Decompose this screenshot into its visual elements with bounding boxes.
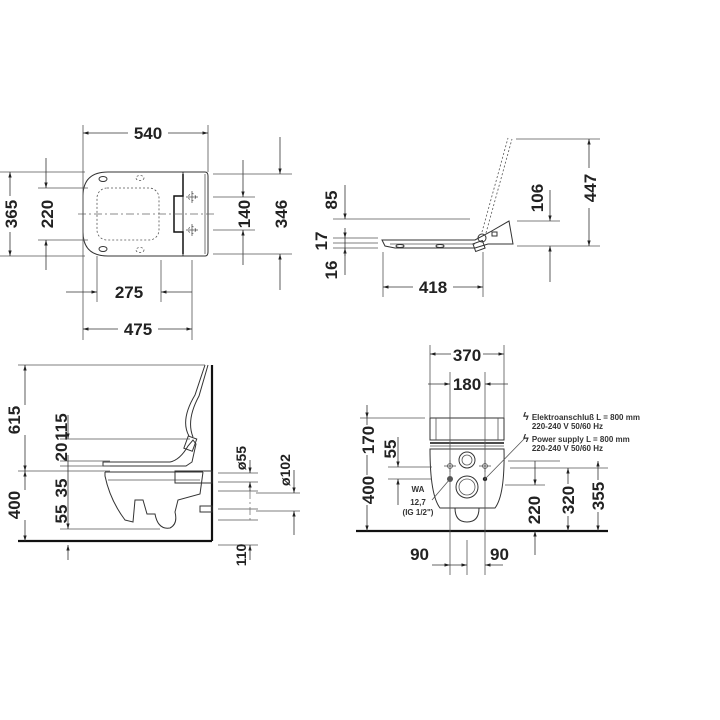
power-note-en-line1: Power supply L = 800 mm [531, 435, 630, 444]
seat-side-view: 85 17 16 418 106 447 [312, 137, 600, 297]
dim-220: 220 [38, 200, 57, 228]
top-view: 540 365 220 140 346 275 4 [0, 122, 292, 340]
dim-275: 275 [115, 283, 143, 302]
dim-55-side: 55 [52, 505, 71, 524]
dim-90-right: 90 [490, 545, 509, 564]
dim-615: 615 [5, 406, 24, 434]
dim-85: 85 [322, 191, 341, 210]
power-note-de: ϟ Elektroanschluß L = 800 mm 220-240 V 5… [523, 411, 640, 432]
water-connection-size: 12,7 [410, 498, 426, 507]
dim-540: 540 [134, 124, 162, 143]
front-view: 370 180 170 400 55 WA 12,7 (IG 1/2") 220… [356, 344, 608, 575]
fixing-point-icon [186, 191, 198, 236]
water-connection-label: WA [412, 485, 425, 494]
dim-20: 20 [52, 443, 71, 462]
dim-370: 370 [453, 346, 481, 365]
power-note-de-line2: 220-240 V 50/60 Hz [531, 422, 603, 431]
dim-355: 355 [589, 482, 608, 510]
power-note-en: ϟ Power supply L = 800 mm 220-240 V 50/6… [523, 433, 630, 454]
water-connection-thread: (IG 1/2") [403, 508, 434, 517]
lightning-bolt-icon: ϟ [523, 433, 529, 445]
dim-90-left: 90 [410, 545, 429, 564]
dim-220-front: 220 [525, 496, 544, 524]
dim-17: 17 [312, 232, 331, 251]
dim-55-front: 55 [381, 440, 400, 459]
dim-400-side: 400 [5, 491, 24, 519]
dim-d55: ø55 [233, 446, 249, 470]
dim-346: 346 [272, 200, 291, 228]
dim-418: 418 [419, 278, 447, 297]
dim-d102: ø102 [277, 454, 293, 486]
dim-115: 115 [52, 413, 71, 440]
dim-447: 447 [581, 174, 600, 202]
dim-140: 140 [235, 200, 254, 228]
power-note-de-line1: Elektroanschluß L = 800 mm [531, 413, 640, 422]
power-note-en-line2: 220-240 V 50/60 Hz [531, 444, 603, 453]
dim-170: 170 [359, 426, 378, 454]
dim-110: 110 [233, 543, 249, 566]
lightning-bolt-icon: ϟ [523, 411, 529, 423]
dim-180: 180 [453, 375, 481, 394]
dim-106: 106 [528, 184, 547, 212]
dim-320: 320 [559, 486, 578, 514]
dim-16: 16 [322, 261, 341, 280]
dim-400-front: 400 [359, 476, 378, 504]
toilet-side-view: 615 400 115 20 35 55 ø55 ø102 110 [5, 364, 300, 566]
dim-475: 475 [124, 320, 152, 339]
fixing-point-icon [444, 460, 491, 472]
dim-35: 35 [52, 479, 71, 498]
dim-365: 365 [2, 200, 21, 228]
